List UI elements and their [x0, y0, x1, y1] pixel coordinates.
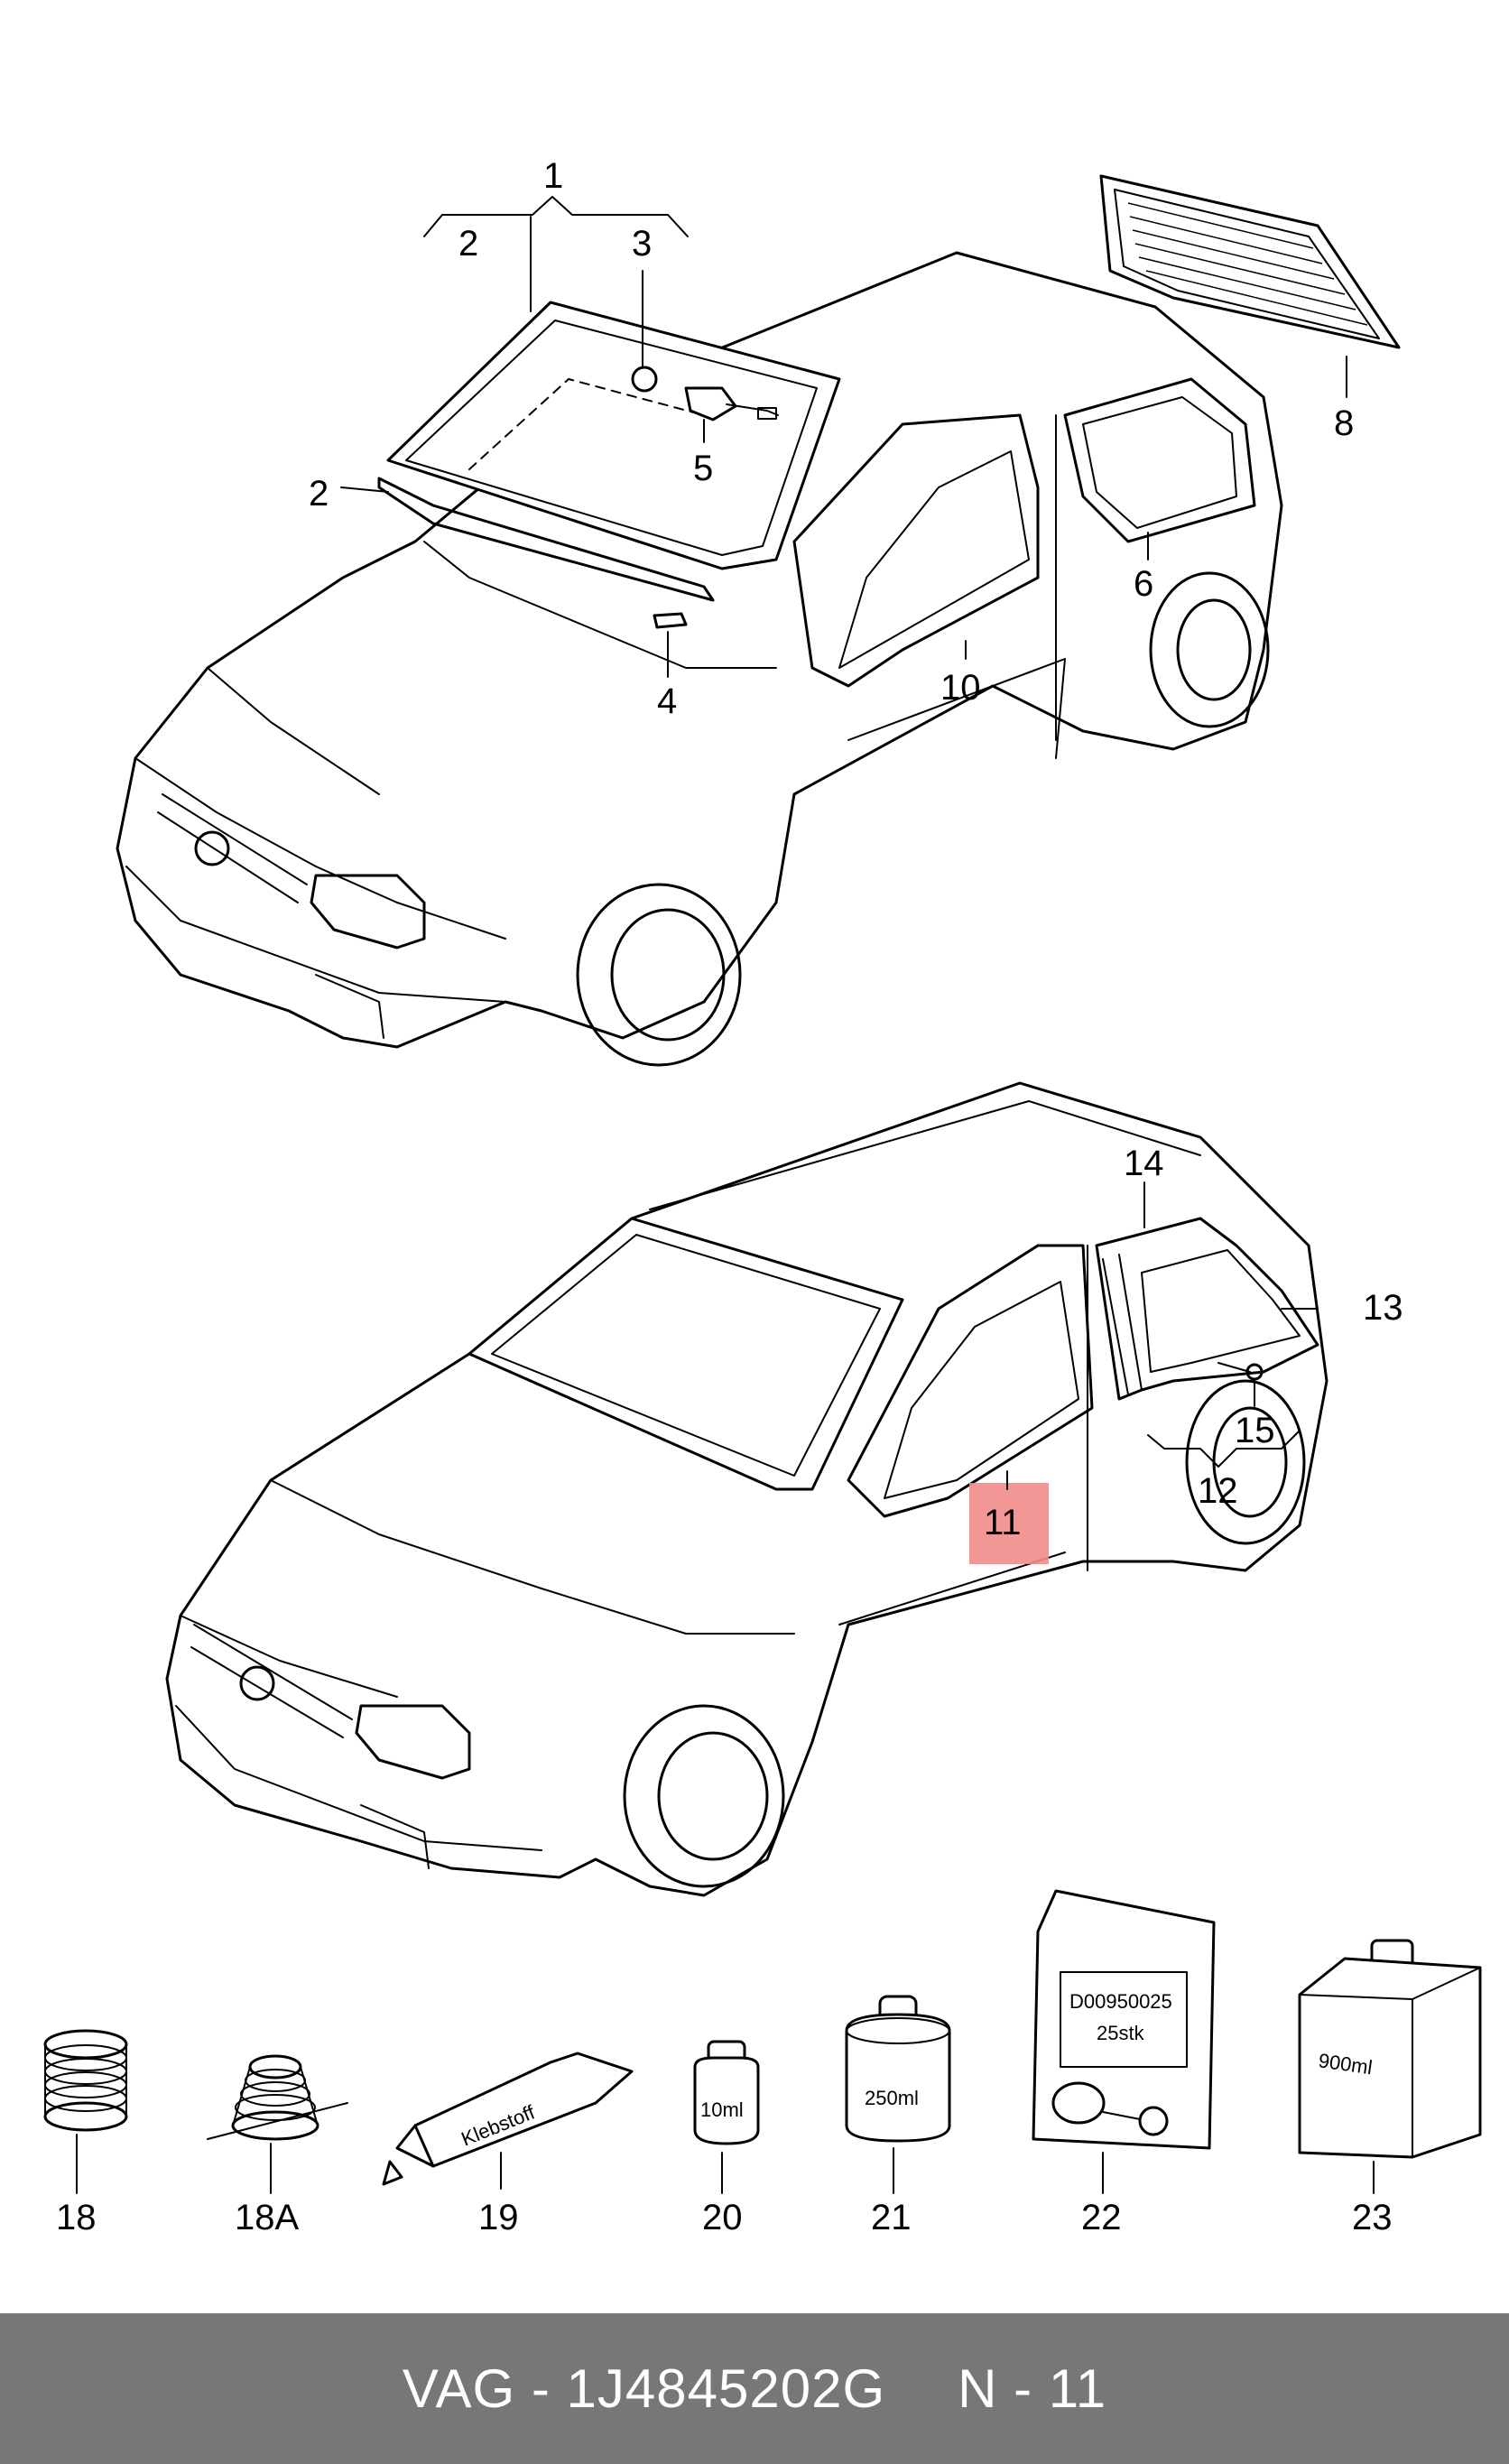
accessory-canister: 900ml [1298, 1939, 1482, 2194]
accessory-spacer-ring [43, 2029, 128, 2194]
parts-diagram: Klebstoff 10ml 250ml D00950025 25stk 900… [43, 156, 1482, 2237]
callout-13: 13 [1363, 1288, 1403, 1328]
callout-23: 23 [1352, 2198, 1393, 2237]
accessory-spacer-cone [207, 2054, 348, 2194]
callout-12: 12 [1198, 1471, 1238, 1511]
callout-5: 5 [693, 449, 713, 488]
callout-14: 14 [1124, 1144, 1164, 1183]
footer-position: N - 11 [958, 2358, 1107, 2419]
callout-18A: 18A [235, 2198, 299, 2237]
part-number-footer: VAG - 1J4845202G N - 11 [0, 2313, 1509, 2464]
leader-lines-top [340, 196, 1347, 678]
accessory-medium-can: 250ml [845, 1995, 951, 2194]
footer-separator: - [531, 2358, 551, 2419]
callout-8: 8 [1334, 403, 1354, 443]
callout-1: 1 [543, 156, 563, 196]
callout-20: 20 [702, 2198, 743, 2237]
callout-22: 22 [1081, 2198, 1122, 2237]
callout-2: 2 [458, 224, 478, 264]
footer-brand: VAG [402, 2358, 516, 2419]
leader-lines-bottom [1006, 1181, 1319, 1490]
rear-window-glass [1099, 174, 1401, 349]
callout-4: 4 [657, 681, 677, 721]
accessory-small-bottle: 10ml [693, 2040, 760, 2194]
highlight-part-11 [969, 1483, 1049, 1564]
accessory-adhesive-tube: Klebstoff [382, 2052, 634, 2190]
car-5-door-illustration [165, 1081, 1328, 1897]
callout-6: 6 [1134, 564, 1153, 604]
callout-18: 18 [56, 2198, 97, 2237]
bag-qty: 25stk [1097, 2022, 1145, 2044]
callout-3: 3 [632, 224, 652, 264]
bottle-label: 10ml [700, 2098, 744, 2121]
callout-11: 11 [984, 1503, 1022, 1542]
bag-code: D00950025 [1069, 1990, 1172, 2013]
callout-21: 21 [871, 2198, 912, 2237]
footer-part-number: 1J4845202G [566, 2358, 886, 2419]
can-label: 250ml [865, 2087, 919, 2109]
callout-10: 10 [940, 668, 981, 708]
callout-2: 2 [309, 474, 329, 514]
callout-numbers: 1 2 3 2 5 4 6 8 10 14 13 15 12 11 18 18A… [56, 156, 1403, 2237]
accessory-bag: D00950025 25stk [1032, 1889, 1216, 2194]
callout-15: 15 [1235, 1411, 1275, 1450]
car-3-door-illustration [116, 251, 1283, 1067]
callout-19: 19 [478, 2198, 519, 2237]
